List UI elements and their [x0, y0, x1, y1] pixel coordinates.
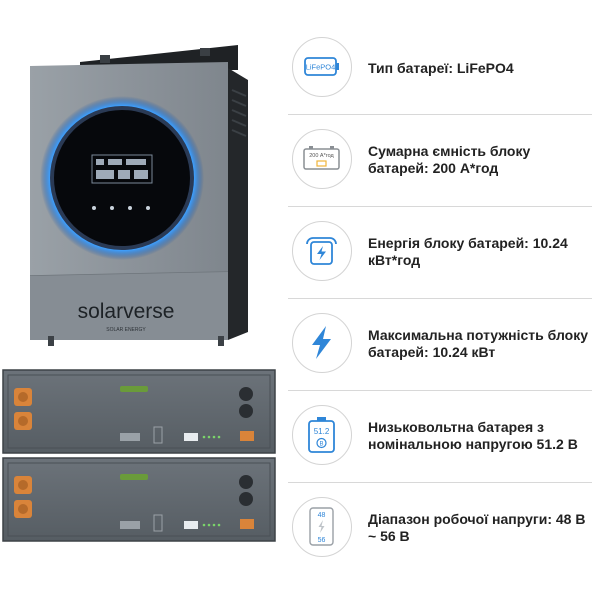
- spec-row-nominal-voltage: 51.2 B Низьковольтна батарея з номінальн…: [288, 390, 594, 482]
- battery-module-top: [2, 369, 276, 454]
- lightning-power-icon: [292, 313, 352, 373]
- divider: [288, 114, 592, 115]
- inverter-brand-tagline: SOLAR ENERGY: [106, 327, 146, 333]
- divider: [288, 482, 592, 483]
- spec-row-capacity: 200 А*год Сумарна ємність блоку батарей:…: [288, 114, 594, 206]
- svg-text:200 А*год: 200 А*год: [309, 153, 334, 159]
- inverter-side-panel: [228, 68, 248, 340]
- svg-text:48: 48: [318, 512, 326, 519]
- svg-text:51.2: 51.2: [314, 427, 330, 436]
- lifepo4-battery-icon: LiFePO4: [292, 37, 352, 97]
- product-illustration: solarverse SOLAR ENERGY: [2, 45, 276, 542]
- spec-row-max-power: Максимальна потужність блоку батарей: 10…: [288, 298, 594, 390]
- spec-row-voltage-range: 48 56 Діапазон робочої напруги: 48 В ~ 5…: [288, 482, 594, 574]
- battery-module-bottom: [2, 457, 276, 542]
- voltage-battery-icon: 51.2 B: [292, 405, 352, 465]
- svg-text:LiFePO4: LiFePO4: [306, 63, 336, 72]
- battery-energy-icon: [292, 221, 352, 281]
- spec-text-max-power: Максимальна потужність блоку батарей: 10…: [368, 327, 589, 360]
- spec-text-capacity: Сумарна ємність блоку батарей: 200 А*год: [368, 143, 531, 176]
- spec-row-battery-type: LiFePO4 Тип батареї: LiFePO4: [288, 22, 594, 114]
- svg-text:B: B: [319, 442, 323, 448]
- divider: [288, 298, 592, 299]
- spec-text-battery-type: Тип батареї: LiFePO4: [368, 59, 514, 76]
- inverter-front: solarverse SOLAR ENERGY: [29, 62, 229, 346]
- svg-text:56: 56: [318, 537, 326, 544]
- spec-text-energy: Енергія блоку батарей: 10.24 кВт*год: [368, 235, 568, 268]
- product-photo: solarverse SOLAR ENERGY: [0, 0, 285, 600]
- inverter-brand-logo: solarverse: [78, 300, 175, 323]
- divider: [288, 390, 592, 391]
- spec-row-energy: Енергія блоку батарей: 10.24 кВт*год: [288, 206, 594, 298]
- spec-text-nominal-voltage: Низьковольтна батарея з номінальною напр…: [368, 419, 578, 452]
- battery-capacity-icon: 200 А*год: [292, 129, 352, 189]
- divider: [288, 206, 592, 207]
- voltage-range-icon: 48 56: [292, 497, 352, 557]
- spec-list: LiFePO4 Тип батареї: LiFePO4 200 А*год С…: [288, 22, 594, 574]
- spec-text-voltage-range: Діапазон робочої напруги: 48 В ~ 56 В: [368, 511, 586, 544]
